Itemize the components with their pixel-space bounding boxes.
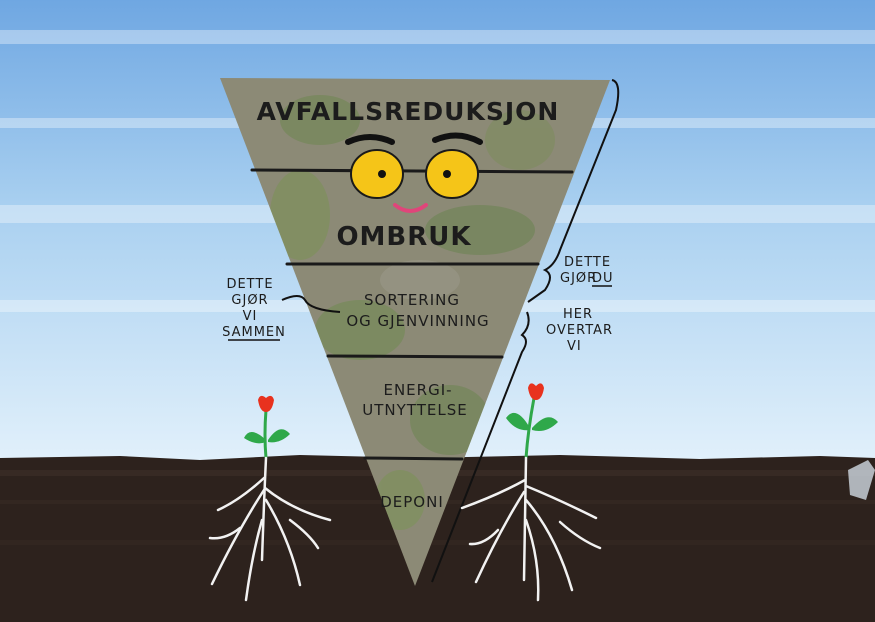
left-plant-leaf-1: [244, 431, 266, 444]
divider-3: [326, 354, 504, 359]
right-flower-icon: [528, 383, 544, 400]
annotation-left-line-3: VI: [243, 309, 258, 324]
annotation-right-bottom-line-3: VI: [567, 339, 582, 354]
connector-dette-gjor-vi-sammen: [281, 295, 341, 313]
level-ombruk: OMBRUK: [336, 222, 471, 252]
annotation-right-bottom-line-1: HER: [563, 307, 593, 322]
right-plant-roots: [460, 456, 602, 602]
annotation-her-overtar-vi: HER OVERTAR VI: [546, 307, 613, 354]
pyramid-moss-texture: [270, 95, 555, 530]
level-energi-line-2: UTNYTTELSE: [362, 401, 467, 419]
annotation-dette-gjor-du: DETTE GJØR DU: [560, 255, 614, 287]
annotation-right-top-line-2: GJØR: [560, 271, 597, 286]
right-plant-leaf-1: [506, 412, 530, 431]
annotation-left-line-1: DETTE: [226, 277, 273, 292]
left-eye-icon: [350, 149, 404, 199]
pyramid-dividers: [250, 168, 574, 461]
left-plant-roots: [208, 456, 332, 602]
annotation-dette-gjor-vi-sammen: DETTE GJØR VI SAMMEN: [222, 277, 286, 341]
smile-icon: [393, 203, 428, 213]
left-flower-icon: [258, 395, 274, 412]
annotation-left-line-4: SAMMEN: [222, 325, 286, 340]
bracket-dette-gjor-du: [527, 79, 620, 303]
level-deponi: DEPONI: [380, 493, 444, 511]
right-plant: [460, 383, 602, 602]
left-plant-leaf-2: [268, 429, 290, 443]
level-avfallsreduksjon: AVFALLSREDUKSJON: [257, 97, 560, 126]
divider-1: [250, 168, 574, 174]
level-sortering-line-1: SORTERING: [364, 291, 460, 309]
left-plant-stem: [263, 409, 268, 459]
bracket-her-overtar-vi: [431, 311, 530, 583]
left-plant: [208, 395, 332, 602]
annotation-right-bottom-line-2: OVERTAR: [546, 323, 613, 338]
pyramid-face: [345, 132, 483, 213]
soil-ground: [0, 455, 875, 622]
annotation-left-line-2: GJØR: [231, 293, 268, 308]
right-eye-icon: [425, 149, 479, 199]
annotation-right-top-line-3: DU: [592, 271, 614, 286]
right-eyebrow-icon: [432, 132, 483, 145]
annotation-right-top-line-1: DETTE: [564, 255, 611, 270]
level-sortering-line-2: OG GJENVINNING: [346, 312, 489, 330]
level-energi-line-1: ENERGI-: [383, 381, 452, 399]
right-plant-leaf-2: [532, 417, 558, 431]
soil-highlight: [848, 460, 875, 500]
divider-4: [363, 456, 464, 461]
left-eyebrow-icon: [345, 134, 395, 145]
